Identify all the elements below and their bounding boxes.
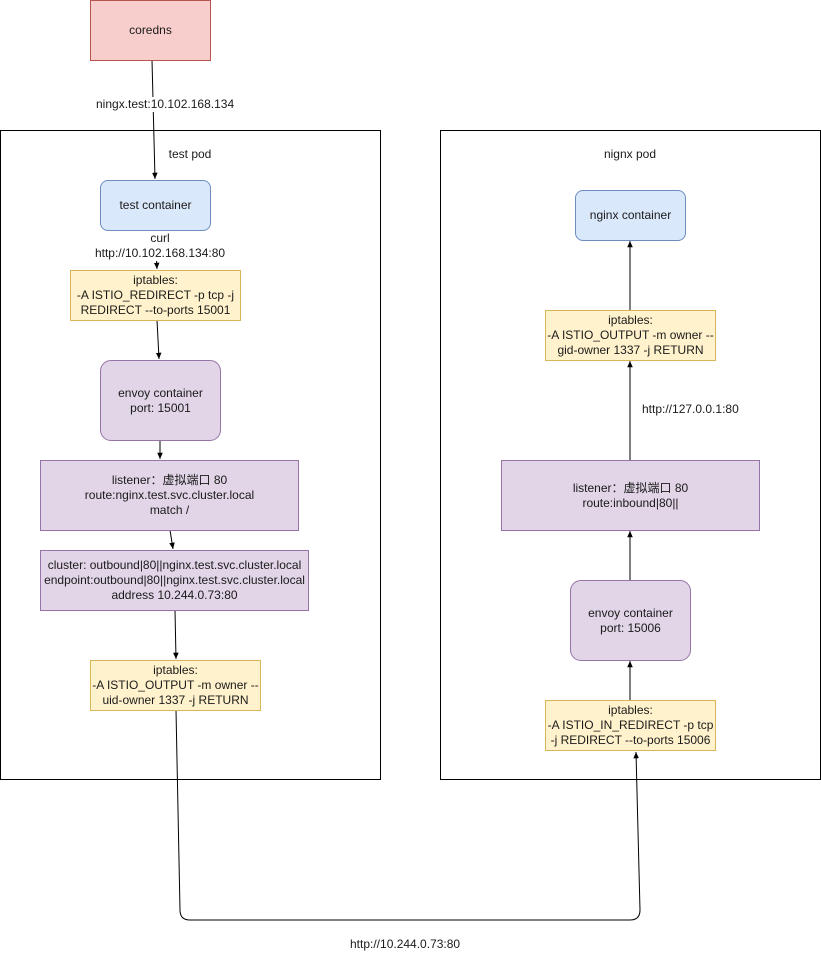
edge-iptables-to-envoy: [155, 319, 162, 360]
curl-label-line: curl: [150, 231, 170, 245]
iptables-redirect-line-1: iptables:: [133, 273, 178, 287]
iptables-in-redirect-line-2: -A ISTIO_IN_REDIRECT -p tcp: [547, 718, 714, 732]
cluster-test-line-3: address 10.244.0.73:80: [111, 588, 238, 602]
edge-cluster-to-iptables-output: [173, 609, 179, 660]
listener-test-line-2: route:nginx.test.svc.cluster.local: [84, 488, 255, 502]
test-container-node: test container: [100, 180, 211, 231]
envoy-nginx-line-2: port: 15006: [600, 620, 661, 635]
iptables-output-gid-node: iptables: -A ISTIO_OUTPUT -m owner -- gi…: [545, 310, 716, 361]
nginx-container-label: nginx container: [589, 208, 672, 222]
iptables-output-gid-line-3: gid-owner 1337 -j RETURN: [557, 343, 704, 357]
dns-edge-label: ningx.test:10.102.168.134: [96, 97, 235, 112]
nginx-pod-label: nignx pod: [603, 147, 657, 161]
iptables-output-gid-line-2: -A ISTIO_OUTPUT -m owner --: [547, 328, 714, 342]
coredns-node: coredns: [90, 0, 211, 61]
iptables-output-gid-line-1: iptables:: [608, 313, 653, 327]
listener-test-node: listener：虚拟端口 80 route:nginx.test.svc.cl…: [40, 460, 299, 531]
nginx-container-node: nginx container: [575, 190, 686, 241]
iptables-output-uid-line-3: uid-owner 1337 -j RETURN: [102, 693, 249, 707]
envoy-nginx-line-1: envoy container: [588, 605, 673, 620]
iptables-in-redirect-node: iptables: -A ISTIO_IN_REDIRECT -p tcp -j…: [545, 700, 716, 751]
test-container-label: test container: [119, 198, 192, 212]
listener-test-line-1: listener：虚拟端口 80: [111, 473, 228, 487]
pod-to-pod-edge-label: http://10.244.0.73:80: [350, 937, 461, 952]
envoy-nginx-node: envoy container port: 15006: [570, 580, 691, 661]
cluster-test-line-1: cluster: outbound|80||nginx.test.svc.clu…: [47, 558, 302, 572]
cluster-test-line-2: endpoint:outbound|80||nginx.test.svc.clu…: [44, 573, 305, 587]
listener-nginx-line-2: route:inbound|80||: [582, 495, 679, 510]
envoy-test-line-2: port: 15001: [130, 400, 191, 415]
iptables-output-uid-node: iptables: -A ISTIO_OUTPUT -m owner -- ui…: [90, 660, 261, 711]
edge-pod-to-pod: [175, 709, 641, 921]
iptables-output-uid-line-2: -A ISTIO_OUTPUT -m owner --: [92, 678, 259, 692]
iptables-redirect-line-2: -A ISTIO_REDIRECT -p tcp -j: [76, 288, 235, 302]
curl-label-url: http://10.102.168.134:80: [94, 246, 226, 260]
listener-nginx-line-1: listener：虚拟端口 80: [572, 480, 689, 495]
envoy-test-node: envoy container port: 15001: [100, 360, 221, 441]
test-pod-label: test pod: [168, 147, 212, 161]
localhost-edge-label: http://127.0.0.1:80: [642, 402, 739, 417]
iptables-redirect-node: iptables: -A ISTIO_REDIRECT -p tcp -j RE…: [70, 270, 241, 321]
iptables-in-redirect-line-1: iptables:: [608, 703, 653, 717]
coredns-label: coredns: [129, 23, 172, 37]
edge-listener-to-cluster: [169, 529, 175, 550]
iptables-redirect-line-3: REDIRECT --to-ports 15001: [80, 303, 231, 317]
iptables-output-uid-line-1: iptables:: [153, 663, 198, 677]
listener-nginx-node: listener：虚拟端口 80 route:inbound|80||: [501, 460, 760, 531]
envoy-test-line-1: envoy container: [118, 385, 203, 400]
listener-test-line-3: match /: [149, 503, 190, 517]
curl-edge-label: curl http://10.102.168.134:80: [90, 231, 230, 261]
iptables-in-redirect-line-3: -j REDIRECT --to-ports 15006: [550, 733, 711, 747]
cluster-test-node: cluster: outbound|80||nginx.test.svc.clu…: [40, 550, 309, 611]
edge-coredns-to-test-container: [151, 59, 158, 180]
